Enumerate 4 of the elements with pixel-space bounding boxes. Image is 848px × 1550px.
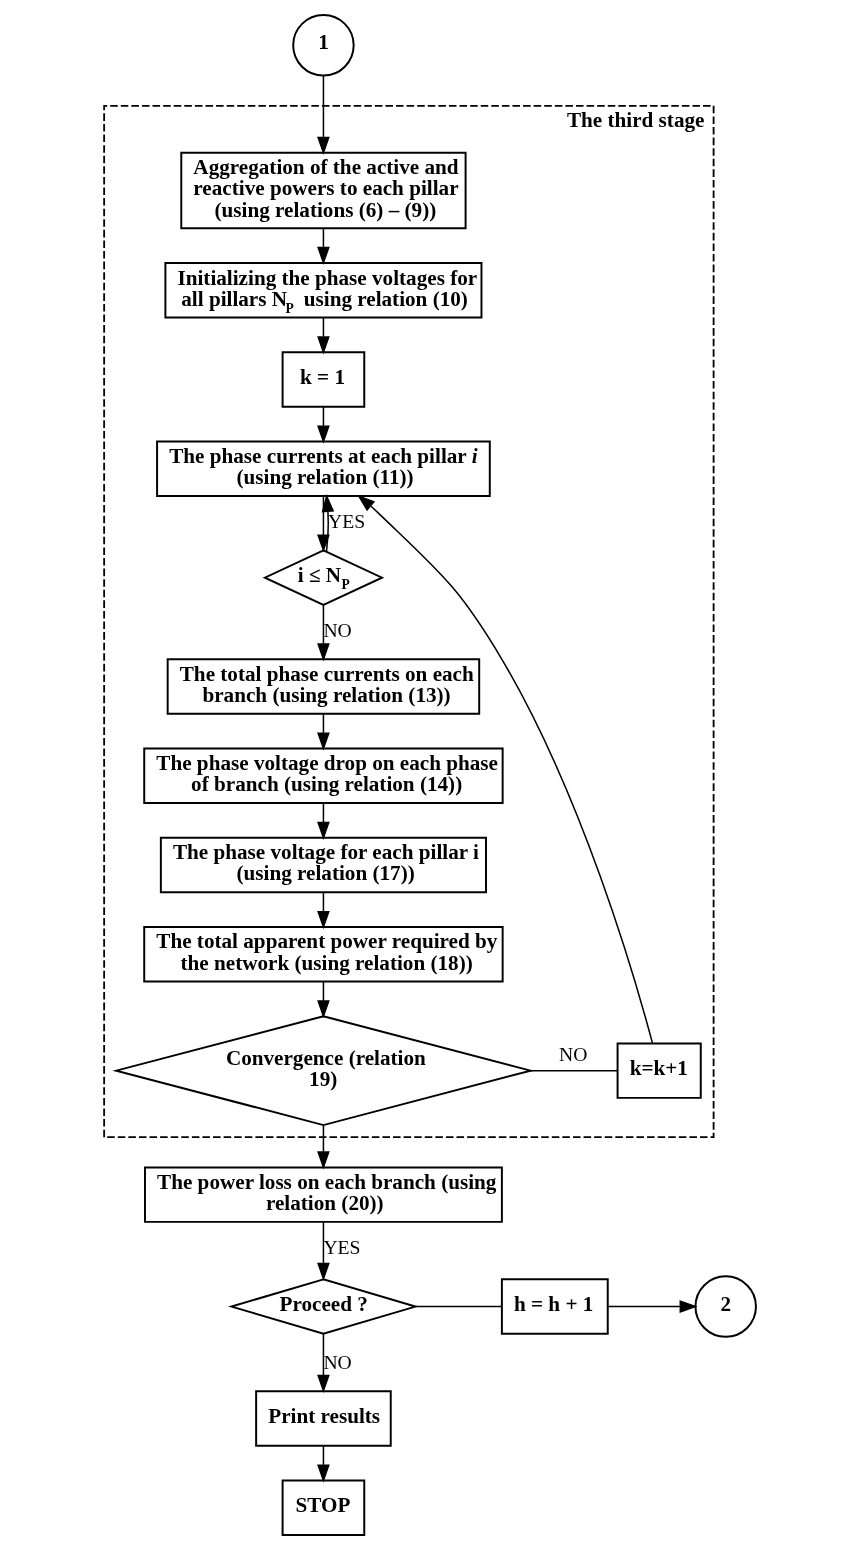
edge-label: YES bbox=[323, 1236, 361, 1259]
edge-label: NO bbox=[323, 1351, 352, 1374]
edge-label: NO bbox=[323, 619, 352, 642]
edge-label: NO bbox=[558, 1042, 588, 1065]
